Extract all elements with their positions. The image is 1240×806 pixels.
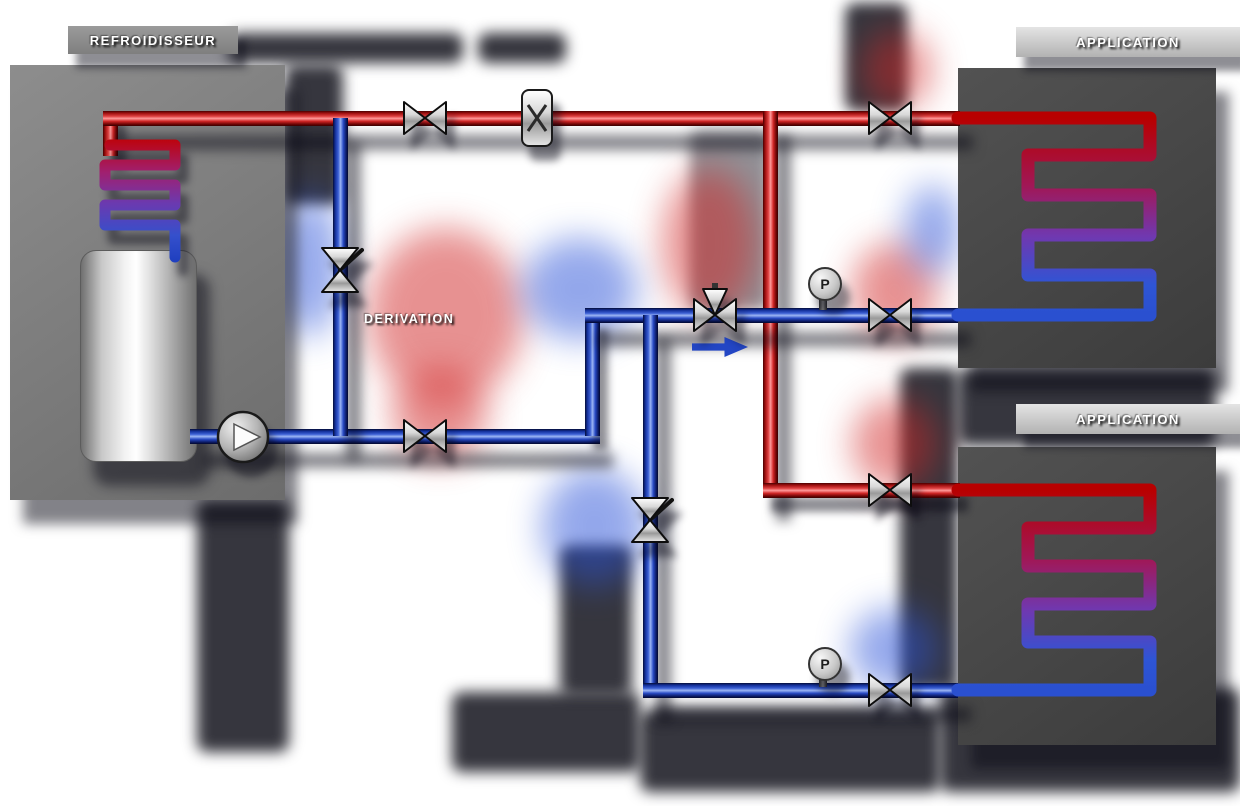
bypass-lever-valve-icon <box>314 246 366 294</box>
cold-app2-valve-icon <box>866 670 914 710</box>
gauge-letter: P <box>820 276 830 292</box>
cold-riser-pipe <box>585 315 600 436</box>
motorized-valve-icon <box>519 88 555 148</box>
cold-main-valve-icon <box>401 416 449 456</box>
glow-red <box>852 398 937 490</box>
application-top-coil <box>951 111 1157 322</box>
pressure-gauge-icon-app2: P <box>808 647 842 681</box>
glow-red <box>862 30 932 110</box>
shadow-blob <box>478 33 566 63</box>
application-top-label-plate: APPLICATION <box>1016 27 1240 57</box>
cold-pipe-to-application-top <box>585 308 958 323</box>
glow-blue <box>905 185 960 275</box>
flow-direction-arrow-icon <box>692 337 748 357</box>
application-bottom-label: APPLICATION <box>1076 411 1180 427</box>
shadow-blob <box>197 500 289 752</box>
buffer-tank <box>80 250 197 462</box>
glow-blue <box>278 192 340 337</box>
pressure-gauge-icon-app1: P <box>808 267 842 301</box>
three-way-valve-icon <box>691 283 739 337</box>
chiller-label: REFROIDISSEUR <box>89 32 217 48</box>
chiller-label-plate: REFROIDISSEUR <box>68 26 238 54</box>
application-top-label: APPLICATION <box>1076 34 1180 50</box>
shadow-blob <box>452 692 640 772</box>
application-bottom-label-plate: APPLICATION <box>1016 404 1240 434</box>
bypass-label: DERIVATION <box>364 312 455 326</box>
chiller-coil <box>99 139 181 263</box>
gauge-stem <box>819 293 827 310</box>
hot-main-valve-icon <box>401 98 449 138</box>
shadow-blob <box>228 33 463 63</box>
cold-pump-discharge-pipe <box>190 429 600 444</box>
gauge-letter: P <box>820 656 830 672</box>
pump-icon <box>216 410 270 464</box>
application-bottom-coil <box>951 483 1157 697</box>
glow-blue <box>522 238 637 340</box>
hot-app1-valve-icon <box>866 98 914 138</box>
glow-blue <box>542 468 647 586</box>
shadow-blob <box>640 710 940 792</box>
glow-blue <box>850 608 938 690</box>
hot-app2-valve-icon <box>866 470 914 510</box>
hot-branch-down-pipe <box>763 111 778 497</box>
cold-app1-valve-icon <box>866 295 914 335</box>
hot-pipe-to-application-bottom <box>763 483 960 498</box>
cold-branch-lever-valve-icon <box>624 496 676 544</box>
